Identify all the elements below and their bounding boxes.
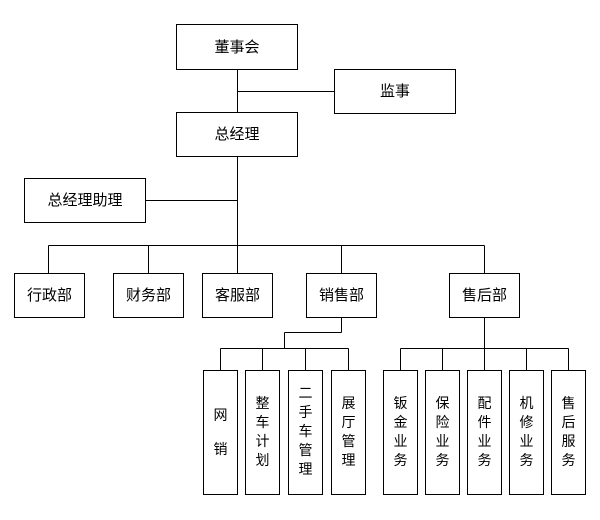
node-unit-parts: 配件业务	[467, 370, 502, 495]
node-unit-online-sales-label: 网销	[213, 407, 228, 458]
node-unit-used-car: 二手车管理	[288, 370, 323, 495]
node-unit-sheet-metal: 钣金业务	[383, 370, 418, 495]
node-dept-admin-label: 行政部	[26, 286, 72, 304]
node-unit-insurance-label: 保险业务	[435, 395, 450, 469]
node-general-manager-label: 总经理	[214, 125, 260, 143]
node-dept-after-sales-label: 售后部	[461, 286, 507, 304]
node-general-manager: 总经理	[176, 112, 298, 157]
node-dept-customer-service: 客服部	[202, 273, 273, 318]
node-supervisor-label: 监事	[379, 82, 410, 100]
node-board-label: 董事会	[214, 37, 260, 56]
node-dept-sales: 销售部	[306, 273, 377, 318]
node-unit-sheet-metal-label: 钣金业务	[393, 395, 408, 469]
node-unit-parts-label: 配件业务	[477, 395, 492, 469]
node-gm-assistant: 总经理助理	[24, 178, 146, 223]
node-unit-used-car-label: 二手车管理	[298, 386, 313, 478]
node-unit-mechanical-label: 机修业务	[519, 395, 534, 469]
node-dept-finance-label: 财务部	[125, 286, 171, 304]
node-dept-admin: 行政部	[14, 273, 85, 318]
node-dept-after-sales: 售后部	[449, 273, 520, 318]
node-board: 董事会	[176, 24, 298, 70]
node-unit-service: 售后服务	[551, 370, 586, 495]
node-unit-vehicle-plan-label: 整车计划	[255, 395, 270, 469]
node-dept-finance: 财务部	[113, 273, 184, 318]
node-unit-mechanical: 机修业务	[509, 370, 544, 495]
node-unit-vehicle-plan: 整车计划	[245, 370, 280, 495]
node-unit-service-label: 售后服务	[561, 395, 576, 469]
node-dept-sales-label: 销售部	[318, 286, 364, 304]
node-unit-insurance: 保险业务	[425, 370, 460, 495]
node-gm-assistant-label: 总经理助理	[47, 191, 123, 209]
node-unit-showroom: 展厅管理	[331, 370, 366, 495]
node-supervisor: 监事	[334, 69, 456, 114]
node-unit-showroom-label: 展厅管理	[341, 395, 356, 469]
node-dept-customer-service-label: 客服部	[214, 286, 260, 304]
node-unit-online-sales: 网销	[203, 370, 238, 495]
